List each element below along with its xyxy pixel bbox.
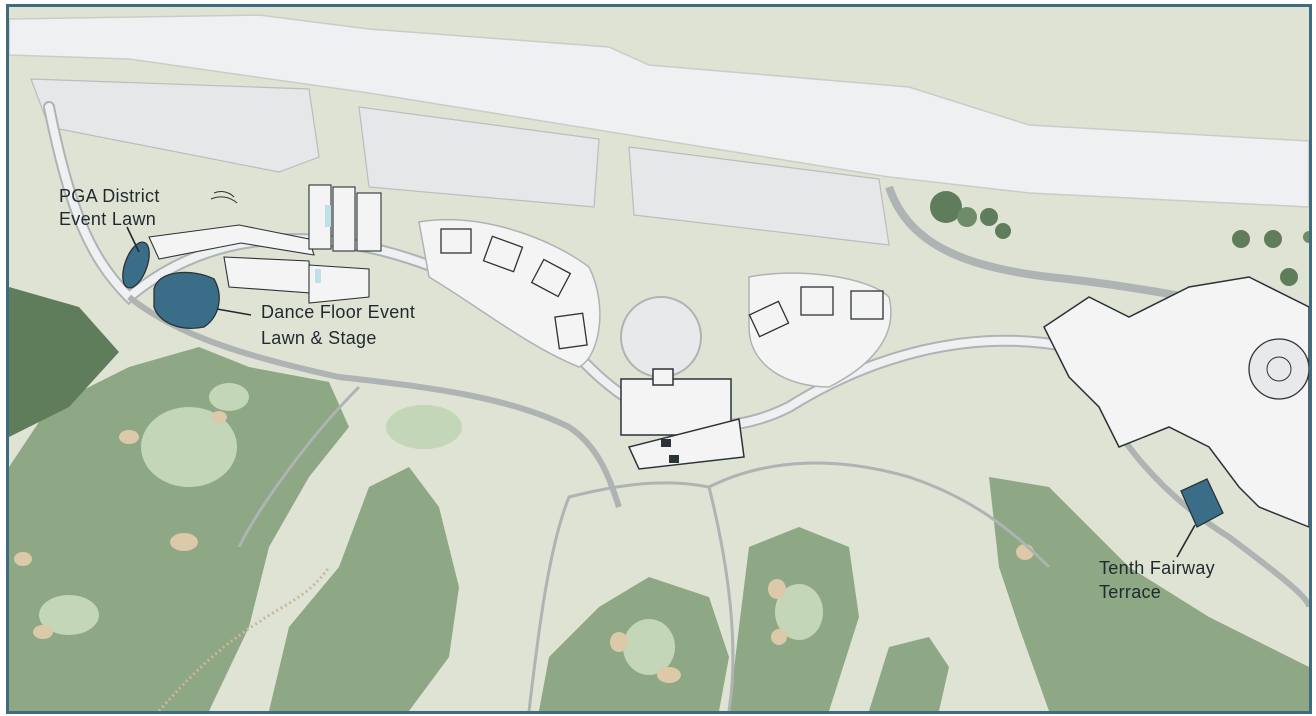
tenth-fairway-label-line2: Terrace	[1099, 582, 1161, 602]
pga-district-buildings	[148, 184, 382, 304]
parking-lot-center	[358, 106, 600, 208]
pga-district-event-lawn[interactable]	[117, 239, 154, 292]
pool	[325, 205, 331, 227]
pga-district-leader-line	[126, 226, 140, 253]
fairway	[209, 383, 249, 411]
bunker	[771, 629, 787, 645]
map-canvas[interactable]: PGA District Event Lawn Dance Floor Even…	[9, 7, 1309, 711]
fairway	[623, 619, 675, 675]
fairway	[386, 405, 462, 449]
bunker	[768, 579, 786, 599]
cart-path	[157, 566, 331, 711]
pool	[315, 269, 321, 283]
dance-floor-label-line1: Dance Floor Event	[261, 302, 415, 322]
parking-lot-east	[628, 146, 890, 246]
bunker	[211, 411, 227, 423]
bunker	[119, 430, 139, 444]
clubhouse-rotunda	[1248, 338, 1309, 400]
villa-buildings	[440, 228, 884, 350]
trees	[930, 191, 1309, 286]
pga-district-label-line1: PGA District	[59, 186, 160, 206]
clubhouse-rotunda-inner	[1266, 356, 1292, 382]
golf-rough-east	[989, 477, 1309, 711]
hotel-accent	[669, 455, 679, 463]
golf-dark-west	[9, 287, 119, 437]
roundabout	[620, 296, 702, 378]
dance-floor-leader-line	[216, 308, 252, 316]
hotel-accent	[661, 439, 671, 447]
dance-floor-label-line2: Lawn & Stage	[261, 328, 377, 348]
bunker	[33, 625, 53, 639]
cart-path	[527, 481, 735, 711]
fairway	[775, 584, 823, 640]
bunker	[170, 533, 198, 551]
pga-district-label-line2: Event Lawn	[59, 209, 156, 229]
dance-floor-event-lawn[interactable]	[153, 271, 220, 329]
bunker	[610, 632, 628, 652]
cart-path	[237, 385, 361, 548]
villa-court-west	[418, 219, 601, 368]
golf-rough-midline	[869, 637, 949, 711]
clubhouse-building[interactable]	[1043, 276, 1309, 528]
fairway	[39, 595, 99, 635]
golf-rough-center-left	[269, 467, 459, 711]
road-west-to-golf	[127, 294, 622, 508]
cart-path	[708, 461, 1051, 569]
fairway	[141, 407, 237, 487]
river	[9, 14, 1309, 208]
tenth-fairway-terrace[interactable]	[1180, 478, 1224, 528]
tenth-fairway-label-line1: Tenth Fairway	[1099, 558, 1215, 578]
bunker	[657, 667, 681, 683]
tenth-fairway-leader-line	[1176, 524, 1196, 558]
bunker	[14, 552, 32, 566]
amphitheater	[210, 191, 238, 204]
resort-map[interactable]: PGA District Event Lawn Dance Floor Even…	[6, 4, 1312, 714]
main-hotel-building	[620, 368, 745, 470]
